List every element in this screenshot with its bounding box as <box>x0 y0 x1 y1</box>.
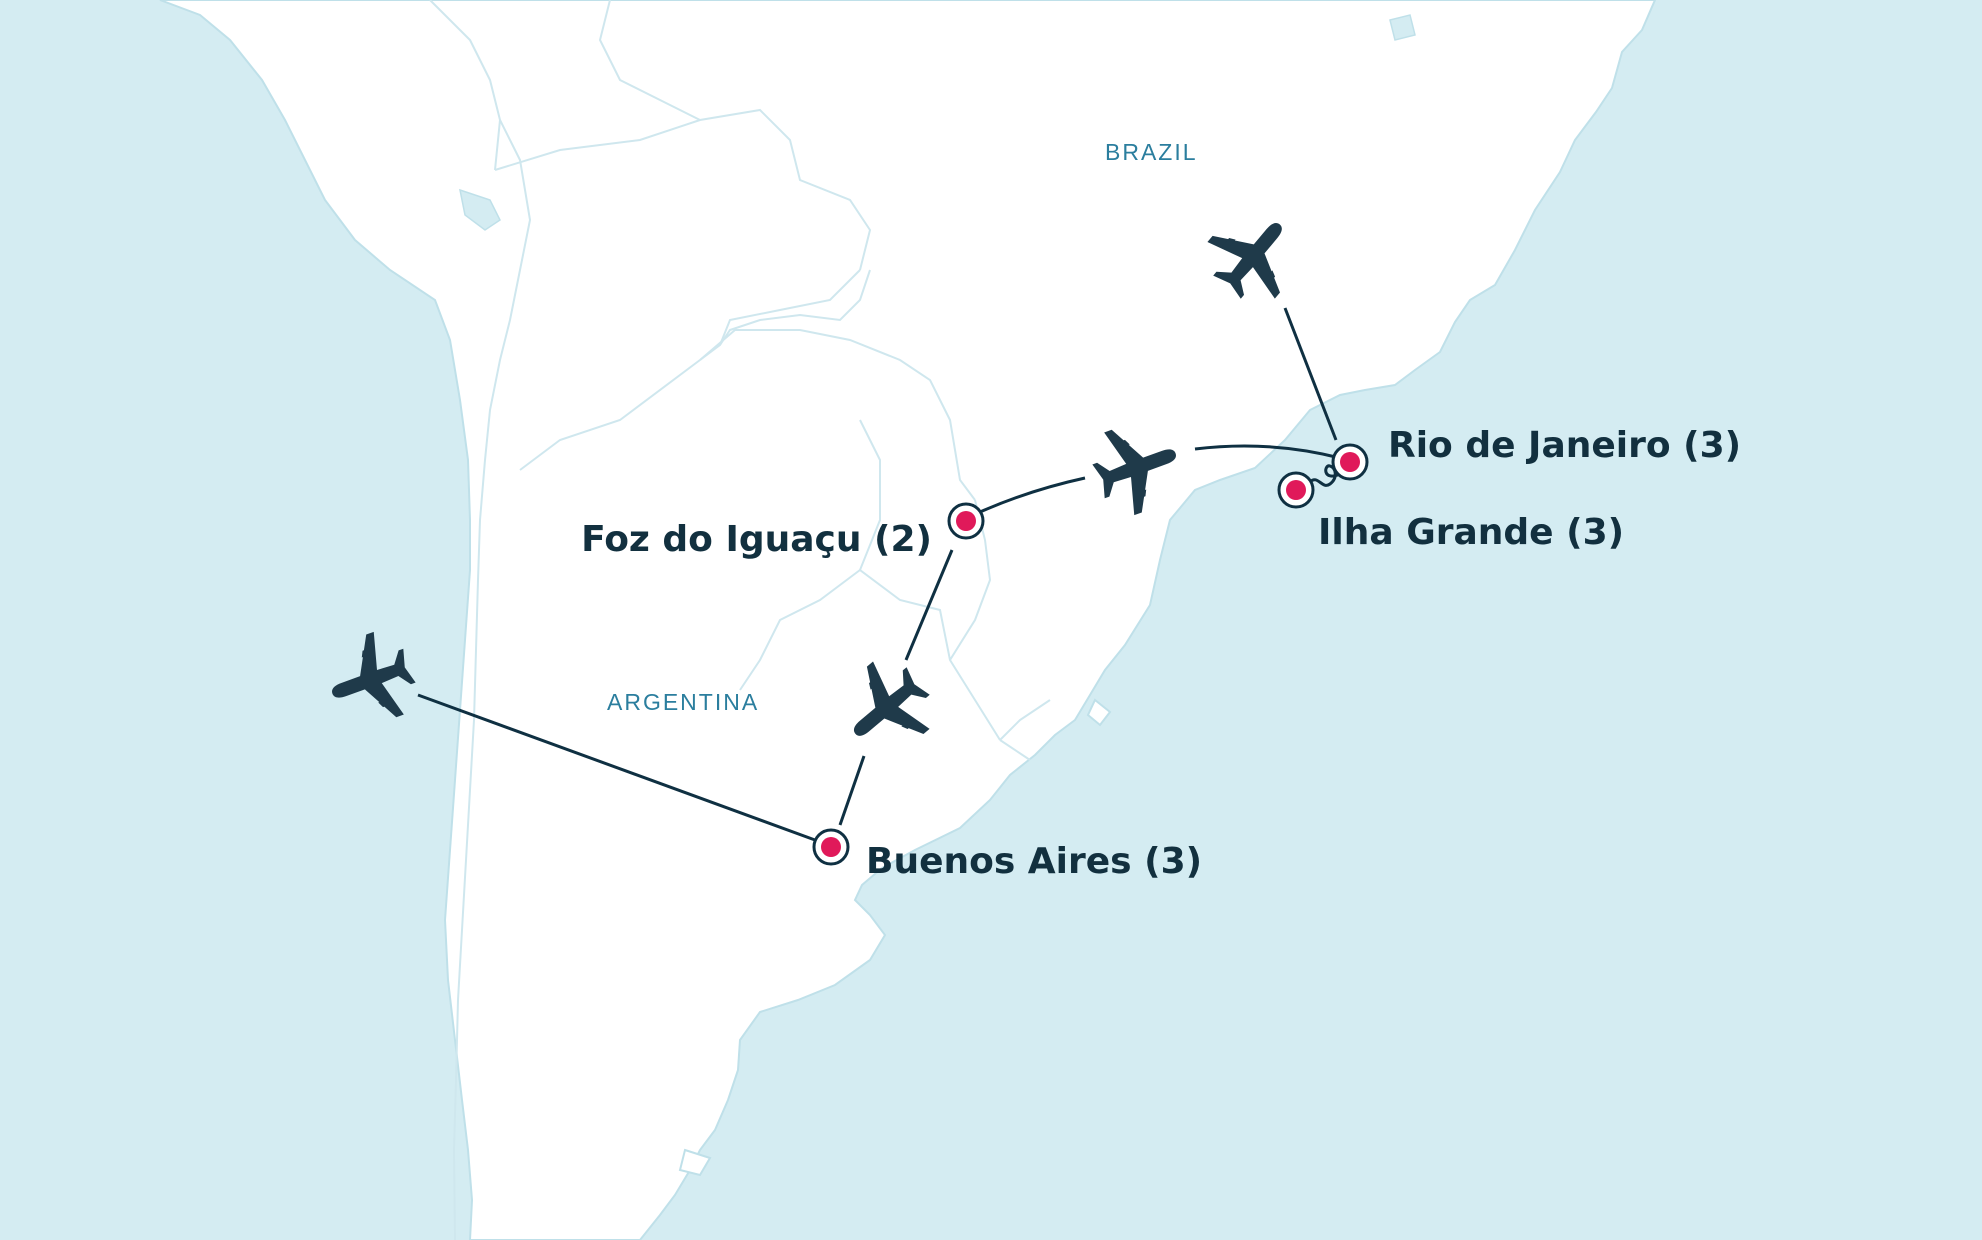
stop-marker-buenos[interactable] <box>812 828 850 866</box>
city-label-foz[interactable]: Foz do Iguaçu (2) <box>581 519 932 560</box>
lake <box>1389 14 1416 41</box>
route-foz-to-buenos-north <box>904 549 954 661</box>
route-to-rio-from-north <box>1283 307 1338 441</box>
route-rio-to-foz-east <box>1194 444 1341 460</box>
stop-marker-ilha[interactable] <box>1277 471 1315 509</box>
route-buenos-to-west <box>417 693 816 842</box>
continent-landmass <box>159 0 1657 1240</box>
route-ilha-to-rio <box>1308 464 1341 487</box>
city-label-rio[interactable]: Rio de Janeiro (3) <box>1388 425 1741 466</box>
route-foz-to-buenos-south <box>838 755 866 826</box>
routes <box>417 307 1341 842</box>
route-rio-to-foz-west <box>979 476 1086 514</box>
country-label-brazil: BRAZIL <box>1105 139 1198 165</box>
stop-marker-rio[interactable] <box>1331 443 1369 481</box>
lake-titicaca <box>459 188 501 231</box>
stop-marker-foz[interactable] <box>947 502 985 540</box>
city-label-ilha[interactable]: Ilha Grande (3) <box>1318 512 1624 553</box>
island <box>1086 698 1112 727</box>
island <box>678 1148 712 1177</box>
country-label-argentina: ARGENTINA <box>607 689 759 715</box>
city-label-buenos[interactable]: Buenos Aires (3) <box>866 841 1202 882</box>
